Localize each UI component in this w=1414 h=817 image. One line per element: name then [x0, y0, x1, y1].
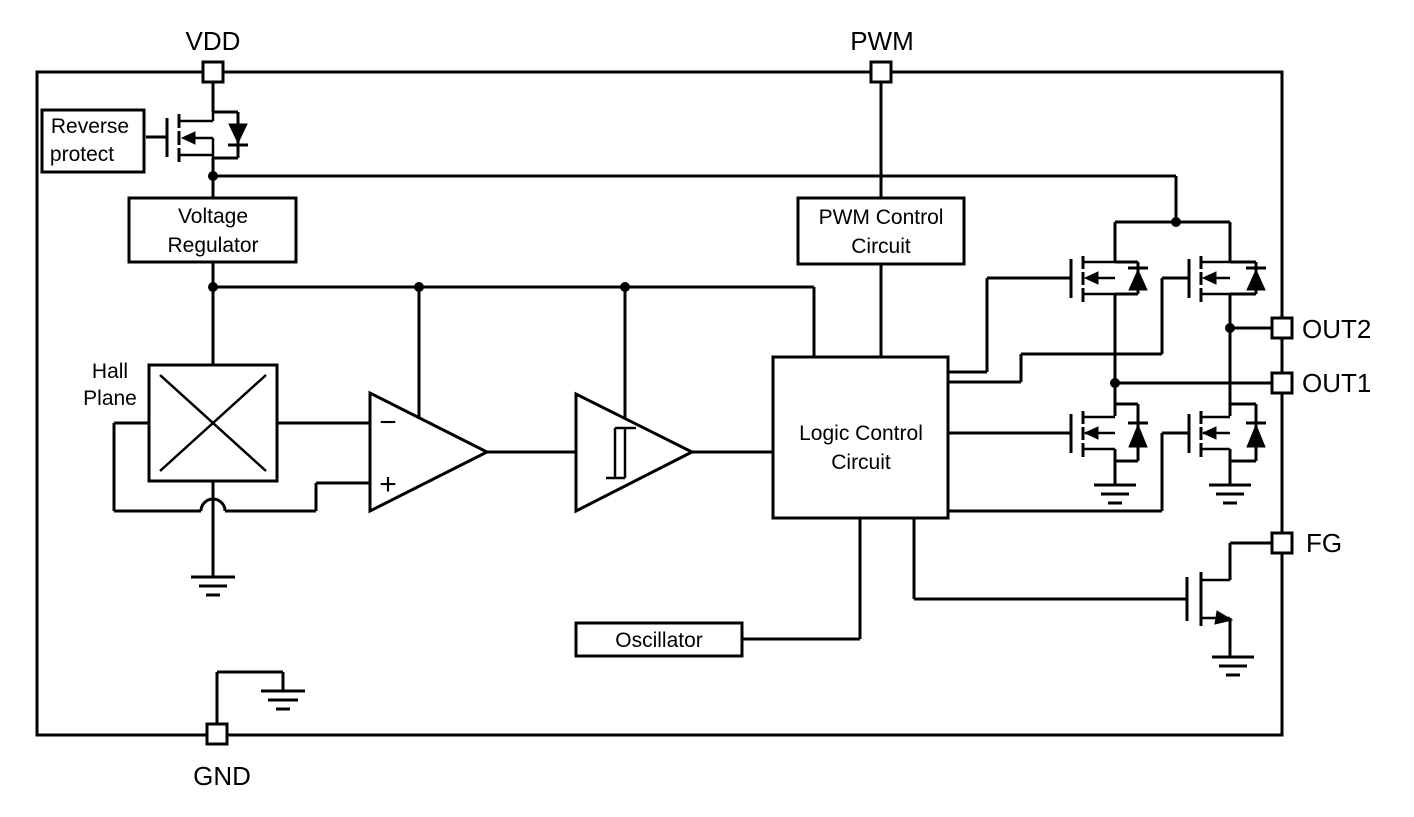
- logic-control-label-line2: Circuit: [831, 451, 891, 474]
- pwm-control-label-line2: Circuit: [851, 235, 911, 258]
- voltage-regulator-box: [127, 196, 298, 264]
- pin-label-pwm: PWM: [850, 26, 914, 56]
- mosfet-high-left-icon: [1069, 256, 1148, 302]
- junction-dots: [208, 171, 1235, 388]
- ground-icon-bridge-right: [1209, 483, 1251, 505]
- oscillator-label: Oscillator: [615, 629, 703, 652]
- pwm-control-box: [796, 196, 966, 266]
- hysteresis-icon: [606, 426, 636, 480]
- hall-plane-label-line1: Hall: [92, 360, 128, 383]
- vdd-rail-wires: [211, 82, 1178, 222]
- voltage-regulator-label-line2: Regulator: [167, 234, 258, 257]
- schmitt-trigger-icon: [574, 391, 696, 514]
- pin-label-fg: FG: [1306, 528, 1342, 558]
- pin-fg: [1270, 531, 1294, 555]
- hall-amplifier-icon: [368, 390, 491, 514]
- pin-out1: [1270, 371, 1294, 395]
- pin-gnd: [205, 722, 229, 746]
- ground-icon-hall: [191, 575, 235, 597]
- logic-control-label-line1: Logic Control: [799, 422, 923, 445]
- reverse-protect-mosfet-icon: [146, 112, 248, 162]
- pin-out2: [1270, 316, 1294, 340]
- ground-icon-gnd: [261, 689, 305, 711]
- pwm-control-label-line1: PWM Control: [819, 206, 944, 229]
- pin-label-gnd: GND: [193, 761, 251, 791]
- pin-vdd: [201, 60, 225, 84]
- reverse-protect-label-line1: Reverse: [51, 115, 129, 138]
- hall-plane-label-line2: Plane: [83, 387, 137, 410]
- mosfet-low-left-icon: [1069, 402, 1148, 463]
- oscillator-wires: [742, 518, 862, 641]
- voltage-regulator-label-line1: Voltage: [178, 205, 248, 228]
- mosfet-high-right-icon: [1187, 256, 1266, 302]
- ground-icon-fg: [1212, 655, 1254, 677]
- pin-label-vdd: VDD: [186, 26, 241, 56]
- hall-plane-cross-icon: [159, 374, 267, 472]
- pin-label-out2: OUT2: [1302, 314, 1371, 344]
- gate-drive-wires: [948, 276, 1189, 513]
- chip-outline: [35, 70, 1284, 737]
- reverse-protect-box: [40, 108, 146, 174]
- gnd-wires: [215, 670, 285, 724]
- amplifier-plus-sign: +: [379, 468, 397, 501]
- fg-wires: [912, 518, 1272, 656]
- mosfet-low-right-icon: [1187, 402, 1266, 463]
- hall-plane-wires: [112, 421, 370, 576]
- fg-mosfet-icon: [1185, 572, 1234, 626]
- pin-label-out1: OUT1: [1302, 368, 1371, 398]
- oscillator-box: [574, 621, 744, 658]
- pin-pwm: [869, 60, 893, 84]
- amplifier-minus-sign: −: [379, 406, 397, 439]
- reverse-protect-label-line2: protect: [50, 143, 114, 166]
- ground-icon-bridge-left: [1094, 483, 1136, 505]
- regulated-rail-wires: [211, 262, 816, 419]
- logic-control-box: [771, 355, 950, 520]
